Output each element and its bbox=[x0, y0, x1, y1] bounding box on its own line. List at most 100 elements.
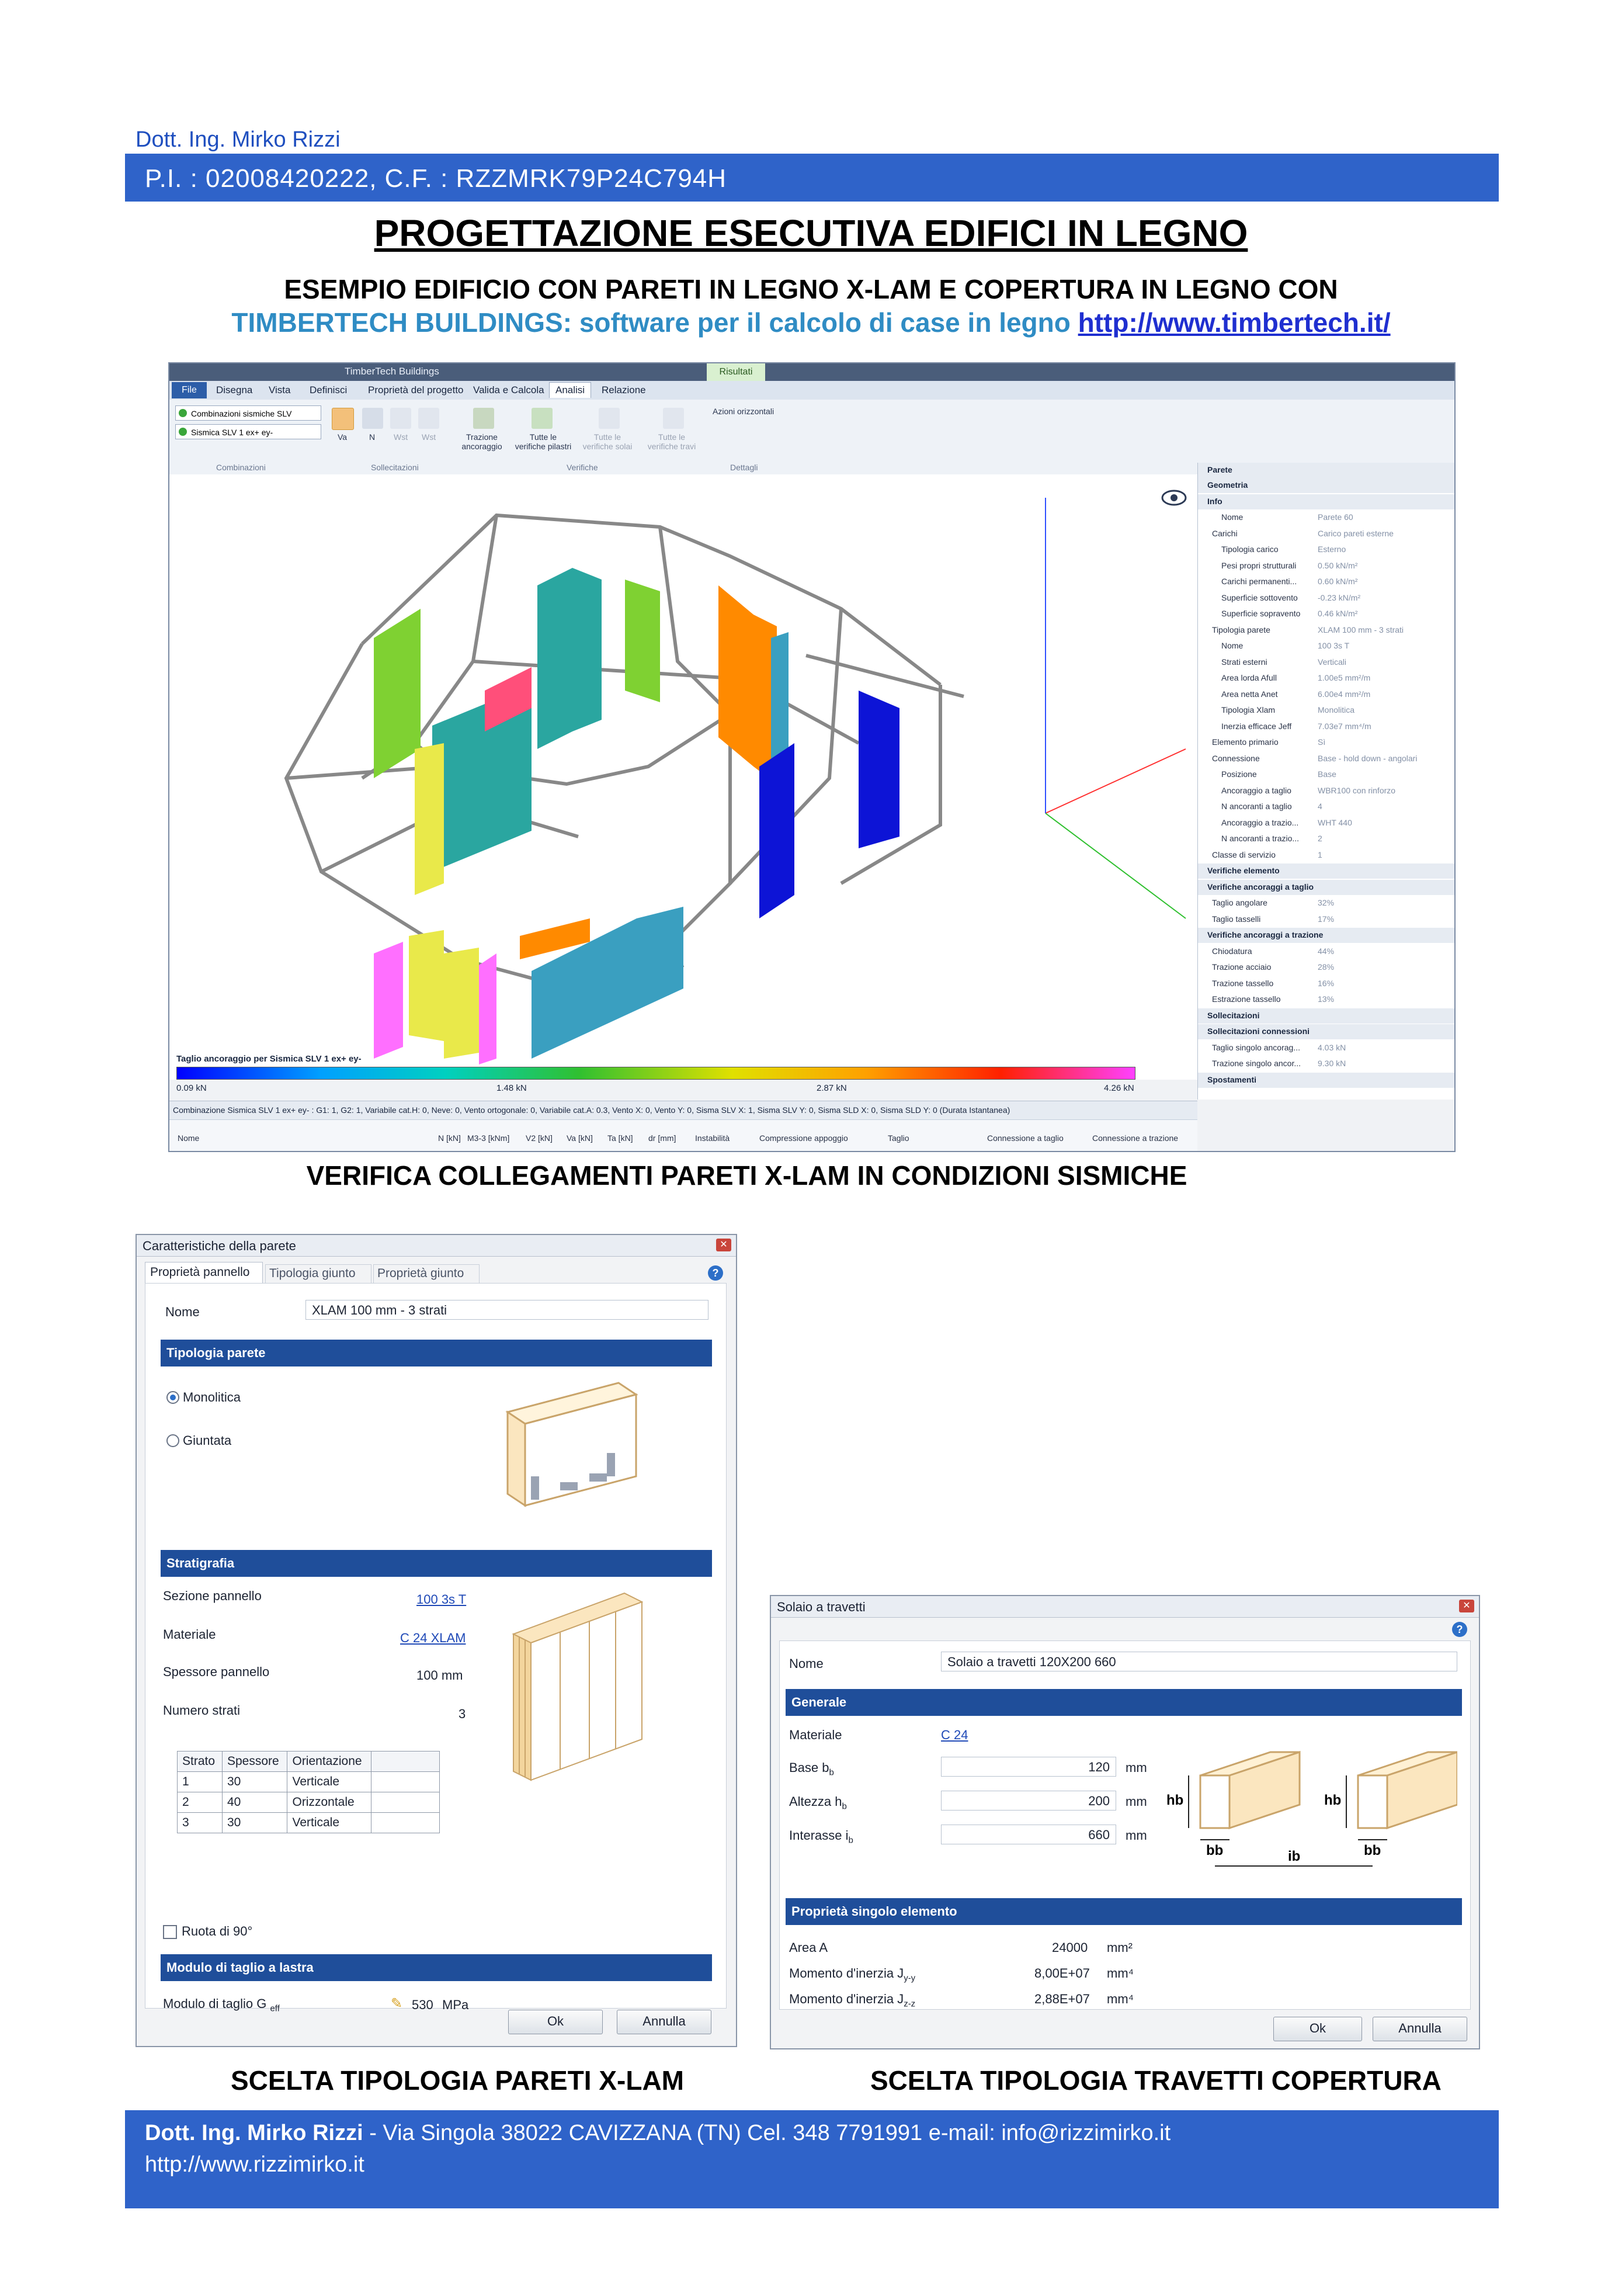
ruota-checkbox[interactable] bbox=[163, 1925, 177, 1939]
property-row[interactable]: Ancoraggio a trazio...WHT 440 bbox=[1198, 816, 1454, 831]
property-row[interactable]: Verifiche ancoraggi a taglio bbox=[1198, 879, 1454, 895]
property-row[interactable]: Taglio singolo ancorag...4.03 kN bbox=[1198, 1041, 1454, 1056]
materiale-link[interactable]: C 24 bbox=[941, 1728, 968, 1742]
property-row[interactable]: Carichi permanenti...0.60 kN/m² bbox=[1198, 574, 1454, 589]
pencil-icon[interactable]: ✎ bbox=[391, 1996, 403, 2011]
wst-stress-icon[interactable] bbox=[390, 408, 411, 429]
va-stress-icon[interactable] bbox=[332, 408, 354, 430]
property-row[interactable]: Geometria bbox=[1198, 478, 1454, 493]
property-row[interactable]: Verifiche elemento bbox=[1198, 863, 1454, 879]
grid-col-m33[interactable]: M3-3 [kNm] bbox=[467, 1133, 510, 1143]
verifiche-travi-icon[interactable] bbox=[663, 408, 684, 429]
grid-col-dr[interactable]: dr [mm] bbox=[648, 1133, 676, 1143]
grid-col-conn-trazione[interactable]: Connessione a trazione bbox=[1092, 1133, 1179, 1143]
trazione-ancoraggio-icon[interactable] bbox=[473, 408, 494, 429]
cancel-button[interactable]: Annulla bbox=[617, 2010, 711, 2034]
property-row[interactable]: Info bbox=[1198, 494, 1454, 509]
ok-button[interactable]: Ok bbox=[1273, 2017, 1362, 2041]
verifiche-pilastri-label[interactable]: Tutte le verifiche pilastri bbox=[515, 432, 572, 451]
tab-relazione[interactable]: Relazione bbox=[602, 384, 646, 396]
grid-col-instabilita[interactable]: Instabilità bbox=[695, 1133, 730, 1143]
model-3d-view[interactable] bbox=[169, 474, 1197, 1080]
name-field[interactable]: Solaio a travetti 120X200 660 bbox=[941, 1652, 1457, 1671]
help-icon[interactable]: ? bbox=[708, 1265, 723, 1281]
close-icon[interactable]: ✕ bbox=[716, 1239, 731, 1251]
verifiche-travi-label[interactable]: Tutte le verifiche travi bbox=[647, 432, 696, 451]
property-row[interactable]: N ancoranti a trazio...2 bbox=[1198, 831, 1454, 847]
trazione-ancoraggio-label[interactable]: Trazione ancoraggio bbox=[461, 432, 502, 451]
base-field[interactable]: 120 bbox=[941, 1757, 1116, 1777]
property-row[interactable]: Sollecitazioni connessioni bbox=[1198, 1024, 1454, 1039]
tab-tipologia-giunto[interactable]: Tipologia giunto bbox=[265, 1264, 371, 1284]
footer-url[interactable]: http://www.rizzimirko.it bbox=[145, 2152, 364, 2177]
tab-vista[interactable]: Vista bbox=[269, 384, 291, 396]
property-row[interactable]: Superficie sottovento-0.23 kN/m² bbox=[1198, 591, 1454, 606]
tab-proprieta-giunto[interactable]: Proprietà giunto bbox=[373, 1264, 480, 1284]
materiale-link[interactable]: C 24 XLAM bbox=[400, 1631, 466, 1645]
timbertech-link[interactable]: http://www.timbertech.it/ bbox=[1078, 307, 1391, 338]
cancel-button[interactable]: Annulla bbox=[1373, 2017, 1467, 2041]
tab-definisci[interactable]: Definisci bbox=[310, 384, 348, 396]
grid-col-ta[interactable]: Ta [kN] bbox=[607, 1133, 633, 1143]
combination-select[interactable]: Sismica SLV 1 ex+ ey- bbox=[175, 424, 321, 439]
grid-col-compressione[interactable]: Compressione appoggio bbox=[759, 1133, 848, 1143]
grid-col-n[interactable]: N [kN] bbox=[438, 1133, 461, 1143]
tab-analisi[interactable]: Analisi bbox=[549, 382, 592, 398]
tab-proprieta-pannello[interactable]: Proprietà pannello bbox=[145, 1262, 263, 1284]
altezza-field[interactable]: 200 bbox=[941, 1791, 1116, 1811]
verifiche-solai-icon[interactable] bbox=[599, 408, 620, 429]
grid-col-conn-taglio[interactable]: Connessione a taglio bbox=[987, 1133, 1064, 1143]
sezione-link[interactable]: 100 3s T bbox=[416, 1592, 467, 1607]
tab-valida-calcola[interactable]: Valida e Calcola bbox=[473, 384, 544, 396]
n-stress-icon[interactable] bbox=[362, 408, 383, 429]
verifiche-pilastri-icon[interactable] bbox=[532, 408, 553, 429]
interasse-field[interactable]: 660 bbox=[941, 1825, 1116, 1844]
property-row[interactable]: Sollecitazioni bbox=[1198, 1008, 1454, 1024]
name-field[interactable]: XLAM 100 mm - 3 strati bbox=[305, 1300, 708, 1320]
help-icon[interactable]: ? bbox=[1452, 1622, 1467, 1637]
grid-col-v2[interactable]: V2 [kN] bbox=[526, 1133, 553, 1143]
context-tab-risultati[interactable]: Risultati bbox=[707, 363, 765, 381]
verifiche-solai-label[interactable]: Tutte le verifiche solai bbox=[582, 432, 633, 451]
grid-col-taglio[interactable]: Taglio bbox=[888, 1133, 909, 1143]
combination-type-select[interactable]: Combinazioni sismiche SLV bbox=[175, 405, 321, 421]
tab-proprieta-progetto[interactable]: Proprietà del progetto bbox=[368, 384, 464, 396]
file-tab[interactable]: File bbox=[172, 382, 207, 398]
close-icon[interactable]: ✕ bbox=[1459, 1600, 1474, 1612]
property-row[interactable]: Verifiche ancoraggi a trazione bbox=[1198, 928, 1454, 943]
radio-monolitica[interactable] bbox=[166, 1391, 179, 1404]
property-row[interactable]: Trazione singolo ancor...9.30 kN bbox=[1198, 1056, 1454, 1071]
wst-stress-icon-2[interactable] bbox=[418, 408, 439, 429]
grid-col-va[interactable]: Va [kN] bbox=[567, 1133, 593, 1143]
radio-giuntata[interactable] bbox=[166, 1434, 179, 1447]
tab-disegna[interactable]: Disegna bbox=[216, 384, 253, 396]
azioni-orizzontali-button[interactable]: Azioni orizzontali bbox=[713, 407, 774, 416]
property-row[interactable]: Spostamenti bbox=[1198, 1072, 1454, 1088]
ok-button[interactable]: Ok bbox=[508, 2010, 603, 2034]
grid-col-nome[interactable]: Nome bbox=[178, 1133, 200, 1143]
